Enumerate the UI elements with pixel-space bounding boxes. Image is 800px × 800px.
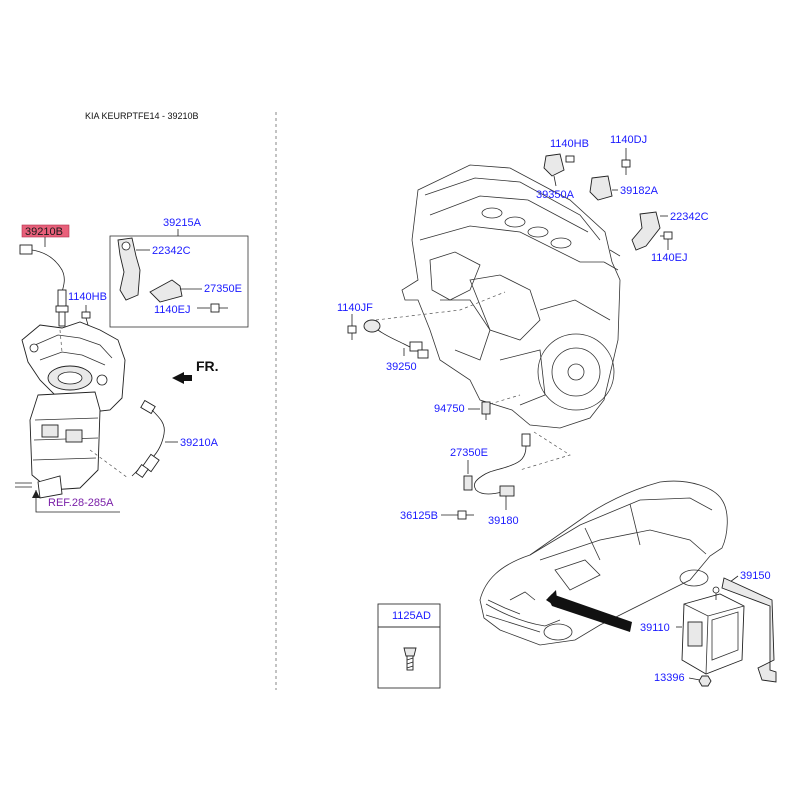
part-label-1140dj[interactable]: 1140DJ <box>610 134 647 146</box>
part-label-27350e-left[interactable]: 27350E <box>204 283 242 295</box>
bolt-dj-icon[interactable] <box>621 159 631 175</box>
crank-section: 27350E 39180 36125B <box>400 431 571 527</box>
cam-sensor-icon[interactable] <box>543 153 575 177</box>
part-label-1140ej-engine[interactable]: 1140EJ <box>651 252 688 264</box>
engine-section: 1140HB 39350A 1140DJ 39182A 22342C 11 <box>337 134 709 429</box>
left-section: 39210B 39215A 22342C 27350E 1140EJ <box>15 217 249 513</box>
ecu-module-icon[interactable] <box>681 586 745 675</box>
fastener-box: 1125AD <box>377 603 441 689</box>
part-label-13396[interactable]: 13396 <box>654 672 685 684</box>
crank-sensor-icon[interactable] <box>463 433 531 497</box>
stud-icon[interactable] <box>81 305 91 326</box>
part-label-1140ej-left[interactable]: 1140EJ <box>154 304 191 316</box>
knock-sensor-icon[interactable] <box>363 319 429 359</box>
diagram-header: KIA KEURPTFE14 - 39210B <box>85 111 199 121</box>
leader-crank <box>519 431 571 471</box>
part-label-39182a[interactable]: 39182A <box>620 185 659 197</box>
part-label-36125b[interactable]: 36125B <box>400 510 438 522</box>
part-label-1140jf[interactable]: 1140JF <box>337 302 373 314</box>
front-direction-label: FR. <box>196 358 219 374</box>
bolt-ej-icon[interactable] <box>660 231 673 240</box>
exhaust-manifold-icon <box>21 321 126 413</box>
temp-sensor-icon[interactable] <box>481 401 491 420</box>
ecu-section: 39150 39110 13396 <box>479 480 777 687</box>
bracket-group-box <box>109 235 249 328</box>
ecu-bracket-icon[interactable] <box>721 577 777 683</box>
part-label-39150[interactable]: 39150 <box>740 570 771 582</box>
reference-label[interactable]: REF.28-285A <box>48 497 114 509</box>
vehicle-icon <box>479 480 728 646</box>
bracket-icon[interactable] <box>117 237 141 301</box>
leader-temp <box>489 394 521 405</box>
leader-lower-sensor <box>89 449 129 479</box>
part-label-39210b[interactable]: 39210B <box>25 226 63 238</box>
part-label-39215a[interactable]: 39215A <box>163 217 202 229</box>
front-direction-arrow-icon <box>172 372 192 384</box>
location-arrow-icon <box>546 590 632 632</box>
screw-icon <box>403 647 417 671</box>
part-label-39210a[interactable]: 39210A <box>180 437 219 449</box>
part-label-1140hb-engine[interactable]: 1140HB <box>550 138 589 150</box>
bolt-36125b-icon[interactable] <box>457 510 474 520</box>
part-label-22342c-left[interactable]: 22342C <box>152 245 191 257</box>
part-label-94750[interactable]: 94750 <box>434 403 465 415</box>
part-label-39250[interactable]: 39250 <box>386 361 417 373</box>
leader-upper-sensor <box>59 329 63 353</box>
engine-block-icon <box>401 164 621 429</box>
part-label-39350a[interactable]: 39350A <box>536 189 575 201</box>
part-label-27350e-crank[interactable]: 27350E <box>450 447 488 459</box>
bracket-39182a-icon[interactable] <box>589 175 613 201</box>
part-label-1140hb-left[interactable]: 1140HB <box>68 291 107 303</box>
bolt-icon[interactable] <box>210 303 228 313</box>
clip-icon[interactable] <box>149 279 183 303</box>
bracket-22342c-icon[interactable] <box>631 211 661 251</box>
bolt-jf-icon[interactable] <box>347 325 357 340</box>
part-label-39180[interactable]: 39180 <box>488 515 519 527</box>
catalytic-converter-icon <box>15 391 101 499</box>
part-label-39110[interactable]: 39110 <box>640 622 670 634</box>
nut-icon[interactable] <box>698 675 712 687</box>
leader-knock <box>375 291 506 321</box>
part-label-22342c-engine[interactable]: 22342C <box>670 211 709 223</box>
fastener-box-label[interactable]: 1125AD <box>392 610 431 622</box>
o2-sensor-lower-icon[interactable] <box>131 399 165 479</box>
selected-part-highlight <box>21 224 70 238</box>
o2-sensor-upper-icon[interactable] <box>19 237 69 327</box>
